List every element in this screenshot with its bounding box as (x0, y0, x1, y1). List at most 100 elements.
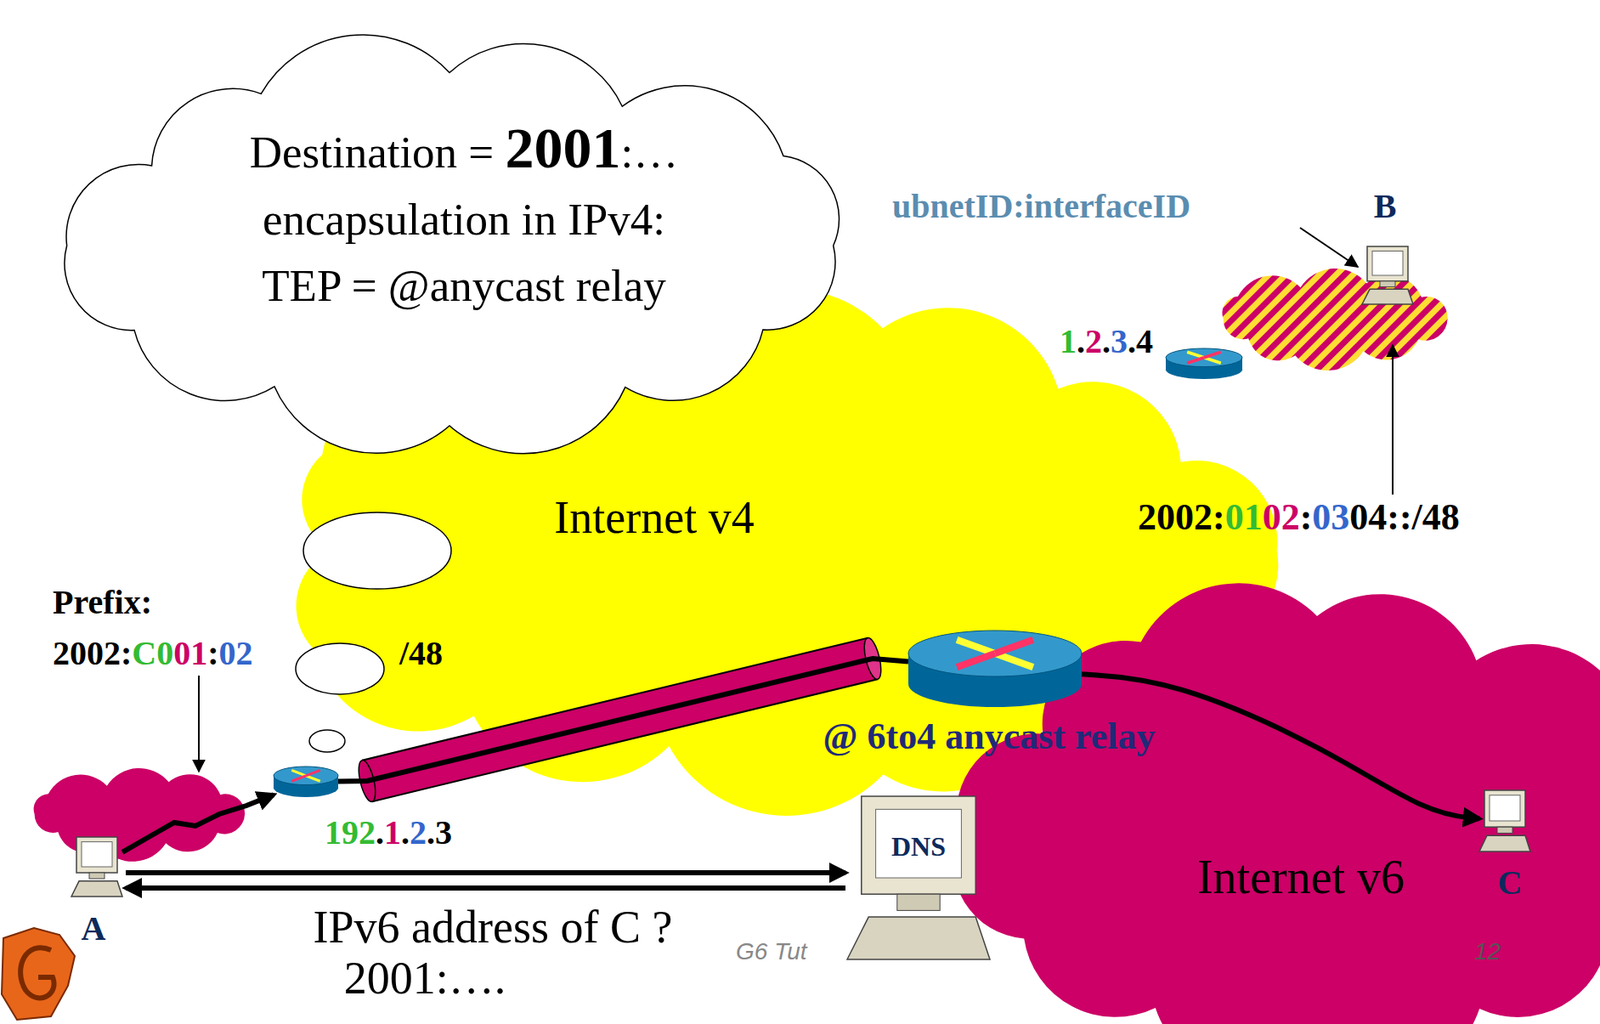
text-run: 1 (1059, 322, 1077, 361)
prefix-text: 2002:C001:02 (52, 634, 254, 673)
edge-router-shape (273, 766, 339, 798)
logo-mark (20, 947, 54, 998)
monitor-screen (1372, 250, 1403, 276)
monitor-stand (897, 893, 940, 911)
host-computer-shape (1362, 246, 1414, 305)
keyboard (1479, 835, 1531, 852)
text-run: 12 (1474, 938, 1501, 965)
text-run: A (81, 909, 107, 948)
edge-label: 2001:…. (344, 953, 507, 1004)
prefix-text: 2002:0102:0304::/48 (1137, 497, 1460, 538)
router-top (1165, 348, 1243, 368)
node-text: encapsulation in IPv4: (262, 194, 666, 244)
node-text: A (81, 910, 107, 948)
thought-cloud: Destination = 2001:… encapsulation in IPv… (20, 20, 879, 471)
text-run: TEP = @anycast relay (261, 260, 667, 311)
router-arrow (291, 769, 306, 775)
connector (122, 794, 274, 853)
node-text: Internet v4 (554, 492, 754, 543)
text-run: 04::/48 (1349, 496, 1460, 538)
monitor-stand (1379, 281, 1396, 288)
text-run: /48 (399, 633, 443, 673)
router-arrow (305, 769, 321, 775)
monitor-case (76, 836, 118, 873)
node-text: Destination = 2001:… (249, 116, 679, 181)
keyboard (71, 881, 123, 897)
text-run: encapsulation in IPv4: (262, 194, 666, 244)
edge-router-shape (1165, 348, 1243, 379)
router-arrow (995, 653, 1034, 668)
page-number: 12 (1474, 938, 1501, 966)
host-computer-shape (71, 836, 123, 897)
node-text: C (1498, 864, 1523, 902)
router-top (908, 630, 1082, 677)
text-run: . (1102, 322, 1111, 361)
text-run: 2 (409, 813, 427, 852)
router-arrow (1204, 357, 1222, 363)
text-run: 3 (1110, 322, 1128, 361)
text-run: 01 (173, 633, 208, 673)
dns-server-shape (847, 796, 990, 960)
logo (1, 927, 75, 1020)
text-run: Internet v6 (1197, 850, 1405, 904)
text-run: .3 (426, 813, 453, 852)
node-text: @ 6to4 anycast relay (823, 716, 1156, 758)
node-text: 1.2.3.4 (1059, 322, 1154, 361)
router-arrow (1187, 351, 1205, 357)
text-run: 2001 (505, 115, 622, 181)
keyboard (847, 916, 990, 960)
text-run: . (1076, 322, 1086, 361)
monitor-stand (89, 872, 105, 879)
text-run: 2 (1085, 322, 1103, 361)
footer-text: G6 Tut (735, 938, 808, 966)
text-run: G6 Tut (735, 938, 808, 965)
text-run: DNS (891, 831, 946, 862)
thought-bubble (295, 643, 385, 695)
site-cloud (33, 768, 245, 862)
node-text: B (1373, 187, 1397, 226)
router-arrow (291, 775, 306, 781)
text-run: .4 (1127, 322, 1154, 361)
edge-label: IPv6 address of C ? (313, 902, 673, 953)
router-arrow (956, 639, 996, 654)
node-text: TEP = @anycast relay (261, 260, 667, 311)
monitor-stand (1497, 826, 1513, 833)
text-run: 01 (1225, 496, 1263, 538)
text-run: : (207, 633, 219, 673)
text-run: 02 (219, 633, 254, 673)
monitor-screen (81, 842, 113, 867)
tunnel-end (355, 758, 379, 803)
monitor-screen (1489, 795, 1521, 821)
router-arrow (995, 639, 1034, 654)
text-run: Destination = (249, 127, 506, 177)
node-text: DNS (891, 831, 946, 862)
edge-router: 1.2.3.4 (1165, 348, 1243, 379)
connector (125, 885, 846, 891)
monitor-screen (876, 808, 962, 878)
text-run: C0 (131, 633, 174, 673)
text-run: 02 (1262, 496, 1301, 538)
edge-router: 192.1.2.3 (273, 766, 339, 798)
relay-router: @ 6to4 anycast relay (908, 630, 1082, 707)
cloud-outline (64, 34, 840, 454)
connector (125, 870, 846, 876)
text-run: 2002: (1137, 496, 1226, 538)
address-text: ubnetID:interfaceID (892, 187, 1191, 226)
prefix-heading: Prefix: (52, 583, 153, 622)
host-computer: C (1479, 790, 1531, 852)
text-run: 192 (324, 813, 376, 852)
text-run: B (1373, 186, 1397, 226)
node-text: 192.1.2.3 (324, 814, 453, 852)
thought-bubble (303, 512, 452, 589)
text-run: C (1498, 863, 1523, 902)
host-computer-shape (1479, 790, 1531, 852)
relay-router-shape (908, 630, 1082, 707)
node-text: Internet v6 (1197, 851, 1405, 905)
leader-arrow (1391, 344, 1394, 495)
text-run: ubnetID:interfaceID (892, 186, 1191, 226)
monitor-case (861, 796, 976, 894)
text-run: . (401, 813, 410, 852)
monitor-case (1484, 790, 1526, 827)
router-arrow (956, 653, 996, 668)
